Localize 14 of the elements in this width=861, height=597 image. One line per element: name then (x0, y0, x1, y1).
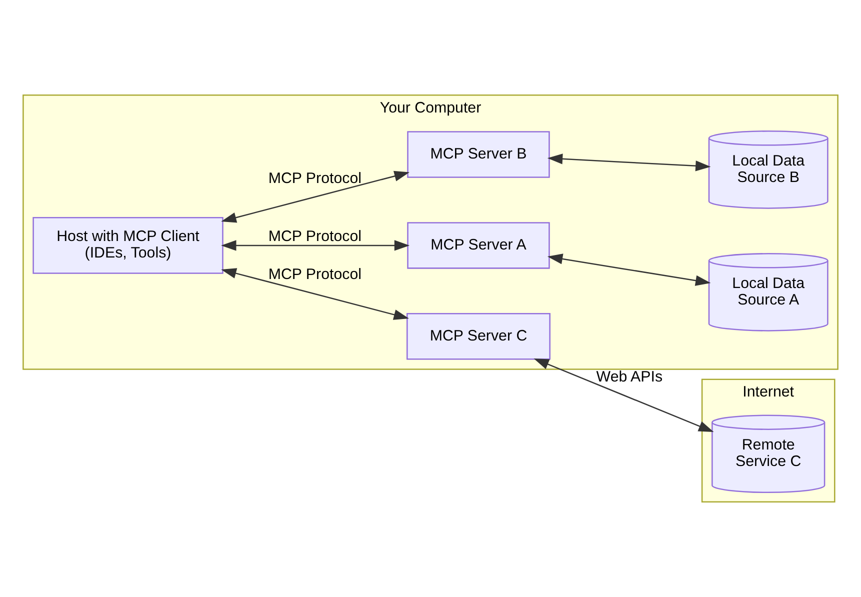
edge-label: MCP Protocol (268, 266, 362, 284)
arrow (221, 170, 410, 223)
arrow (547, 154, 711, 172)
arrow (547, 254, 711, 286)
arrow (534, 358, 714, 432)
edge-label: Web APIs (596, 368, 663, 386)
edge-label: MCP Protocol (268, 170, 362, 188)
arrow (221, 268, 409, 320)
node-box: MCP Server A (407, 222, 550, 269)
arrow (221, 240, 410, 251)
node-box: MCP Server B (407, 131, 550, 178)
node-box: MCP Server C (406, 313, 550, 360)
node-box: Host with MCP Client (IDEs, Tools) (32, 217, 224, 274)
edge-label: MCP Protocol (268, 228, 362, 246)
